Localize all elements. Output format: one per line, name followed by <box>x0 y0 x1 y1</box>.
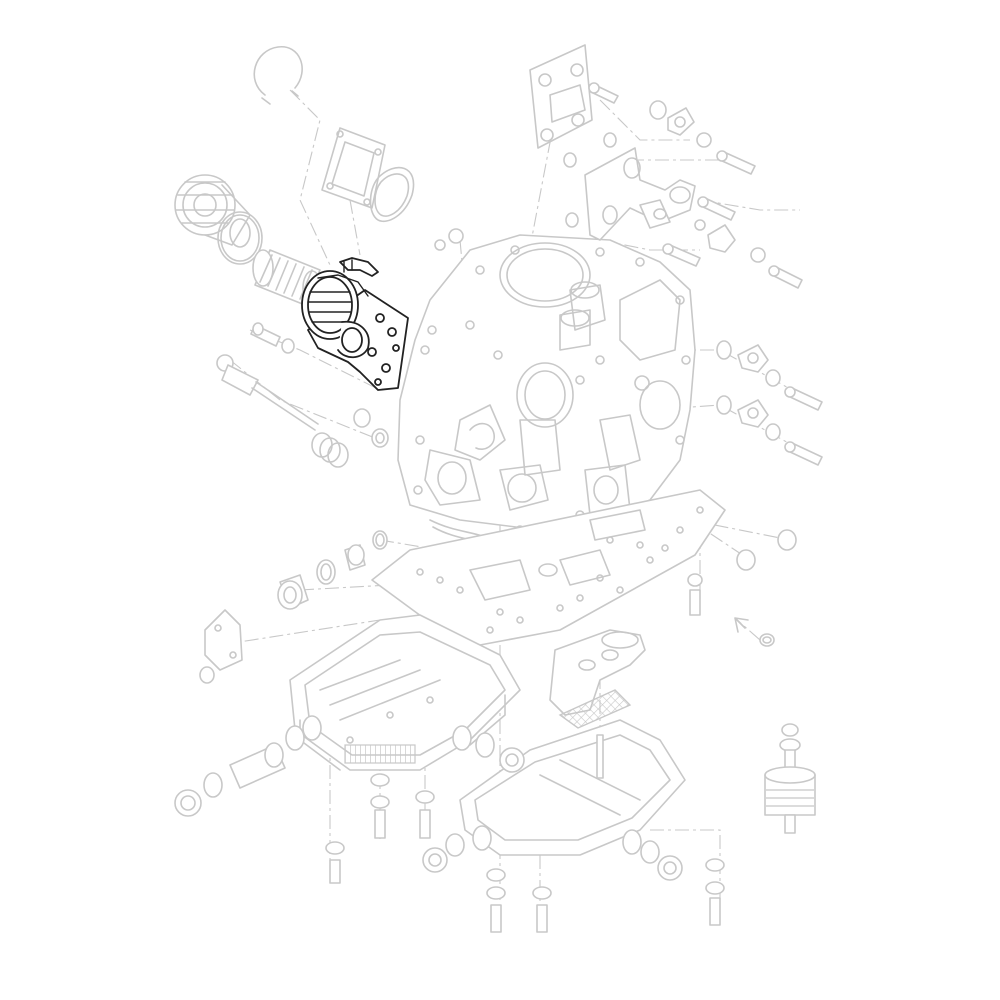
left-plugs <box>277 530 388 610</box>
bolt-small-left <box>250 322 295 354</box>
rubber-mount <box>764 723 816 834</box>
top-right-plate <box>529 44 593 149</box>
drain-plugs <box>174 725 683 881</box>
snap-ring-top <box>253 46 303 105</box>
right-plugs <box>687 573 775 647</box>
bracket-right-upper <box>584 147 696 241</box>
oil-pan-left <box>289 614 521 771</box>
gasket-top <box>321 127 386 209</box>
pickup-strainer <box>549 629 646 729</box>
o-ring-large <box>217 211 263 265</box>
side-cover <box>199 609 243 684</box>
oil-pan-right <box>459 719 686 856</box>
right-bolts <box>434 82 823 571</box>
filter-housing <box>301 257 409 391</box>
o-ring-loop <box>369 166 415 222</box>
filter-cap <box>174 174 251 248</box>
sensor-rod <box>216 354 349 468</box>
plug-mid-left <box>353 408 389 448</box>
bottom-fasteners <box>325 773 725 933</box>
